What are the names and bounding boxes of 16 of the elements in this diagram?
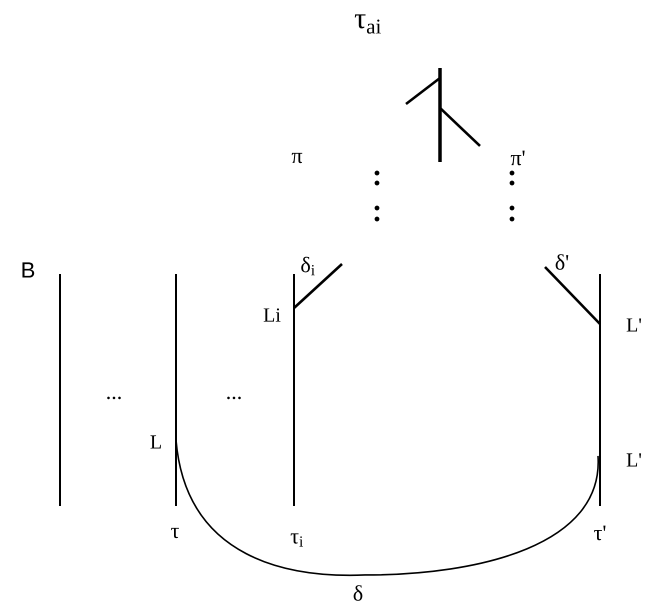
- symbol-label: τ': [594, 526, 606, 540]
- symbol-label: δ: [354, 585, 362, 601]
- symbol-label: τ$_{i}$: [290, 533, 304, 547]
- symbol-label: B: [22, 262, 34, 278]
- symbol-label: L': [626, 318, 642, 332]
- symbol-label: ...: [107, 396, 121, 400]
- symbol-label: Li: [264, 308, 280, 322]
- symbol-label: L': [626, 453, 642, 467]
- symbol-label: π': [510, 150, 525, 166]
- symbol-label: τ: [171, 528, 179, 538]
- symbol-label: ...: [227, 396, 241, 400]
- symbol-label: δ$_{i}$: [301, 256, 315, 276]
- symbol-label: δ': [556, 254, 568, 270]
- symbol-label: L: [150, 435, 161, 449]
- symbol-label: π: [292, 152, 302, 164]
- symbol-label: τ$_{ai}$: [354, 14, 381, 34]
